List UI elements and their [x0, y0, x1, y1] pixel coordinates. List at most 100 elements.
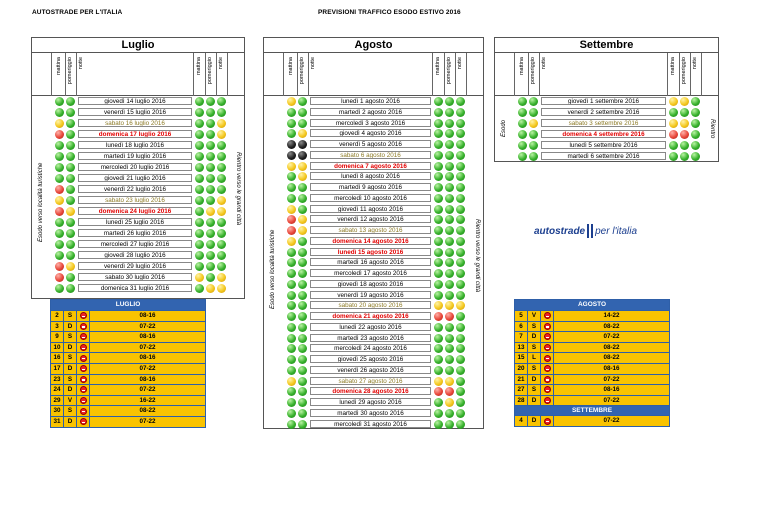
date-cell: domenica 21 agosto 2016 — [310, 312, 431, 320]
traffic-dot — [195, 262, 204, 271]
col-label-n: notte — [310, 57, 316, 70]
traffic-dot — [287, 107, 296, 117]
traffic-dot — [55, 108, 64, 117]
traffic-dot — [680, 141, 689, 150]
col-label-n: notte — [541, 57, 547, 70]
traffic-dot — [518, 130, 527, 139]
traffic-dot — [206, 119, 215, 128]
traffic-dot — [456, 355, 465, 364]
traffic-dot — [298, 301, 307, 311]
traffic-dot — [434, 118, 443, 128]
traffic-dot — [66, 284, 75, 293]
day-number: 4 — [515, 416, 528, 426]
traffic-dot — [66, 196, 75, 205]
traffic-dot — [195, 196, 204, 205]
traffic-dot — [55, 240, 64, 249]
traffic-dot — [287, 193, 296, 203]
no-entry-icon — [543, 312, 551, 320]
grid-line — [216, 53, 217, 96]
traffic-dot — [66, 240, 75, 249]
traffic-dot — [445, 355, 454, 364]
col-label-p: pomeriggio — [299, 57, 305, 85]
date-cell: giovedì 14 luglio 2016 — [78, 97, 192, 105]
traffic-dot — [445, 193, 454, 203]
traffic-dot — [456, 344, 465, 354]
date-cell: giovedì 21 luglio 2016 — [78, 174, 192, 182]
traffic-dot — [434, 387, 443, 397]
traffic-dot — [287, 376, 296, 386]
traffic-dot — [434, 193, 443, 203]
date-cell: martedì 9 agosto 2016 — [310, 183, 431, 191]
traffic-dot — [456, 269, 465, 278]
date-cell: lunedì 1 agosto 2016 — [310, 97, 431, 105]
traffic-dot — [434, 344, 443, 354]
traffic-dot — [445, 269, 454, 278]
traffic-dot — [456, 398, 465, 407]
col-label-m: mattina — [435, 57, 441, 76]
traffic-dot — [55, 174, 64, 183]
traffic-dot — [434, 355, 443, 364]
traffic-dot — [518, 97, 527, 106]
traffic-dot — [456, 150, 465, 160]
date-cell: venerdì 5 agosto 2016 — [310, 140, 431, 148]
traffic-dot — [217, 207, 226, 216]
traffic-dot — [195, 174, 204, 183]
traffic-dot — [298, 247, 307, 257]
traffic-dot — [298, 161, 307, 171]
traffic-dot — [287, 355, 296, 364]
traffic-dot — [445, 279, 454, 289]
grid-line — [444, 53, 445, 96]
traffic-dot — [55, 196, 64, 205]
side-label-right: Rientro — [709, 118, 715, 138]
traffic-dot — [217, 130, 226, 139]
day-number: 29 — [51, 395, 64, 406]
day-letter: S — [64, 311, 77, 321]
no-entry-cell — [541, 374, 554, 385]
no-entry-cell — [541, 385, 554, 395]
logo-text-a: autostrade — [534, 225, 586, 237]
day-number: 24 — [51, 385, 64, 395]
col-label-m: mattina — [670, 57, 676, 76]
traffic-dot — [287, 312, 296, 321]
traffic-dot — [434, 204, 443, 214]
traffic-dot — [217, 196, 226, 205]
traffic-dot — [195, 251, 204, 260]
traffic-dot — [66, 119, 75, 128]
traffic-dot — [298, 226, 307, 235]
table-title: SETTEMBRE — [515, 405, 669, 416]
date-cell: domenica 14 agosto 2016 — [310, 236, 431, 245]
no-entry-cell — [541, 363, 554, 374]
traffic-dot — [55, 152, 64, 161]
traffic-dot — [445, 333, 454, 343]
day-letter: D — [528, 416, 541, 426]
no-entry-icon — [79, 365, 87, 373]
traffic-dot — [195, 218, 204, 227]
traffic-dot — [445, 398, 454, 407]
traffic-dot — [518, 152, 527, 161]
header-center: PREVISIONI TRAFFICO ESODO ESTIVO 2016 — [318, 9, 461, 16]
traffic-dot — [298, 236, 307, 246]
grid-line — [193, 53, 194, 96]
traffic-dot — [691, 130, 700, 139]
hours: 08-22 — [603, 322, 620, 330]
traffic-dot — [434, 140, 443, 149]
grid-line — [205, 53, 206, 96]
traffic-dot — [66, 163, 75, 172]
col-label-p: pomeriggio — [67, 57, 73, 85]
day-letter: S — [528, 385, 541, 395]
panel-title: Agosto — [264, 38, 483, 53]
date-cell: venerdì 19 agosto 2016 — [310, 290, 431, 299]
no-entry-cell — [77, 342, 90, 353]
traffic-dot — [195, 130, 204, 139]
traffic-dot — [518, 119, 527, 128]
date-cell: lunedì 5 settembre 2016 — [541, 141, 666, 149]
traffic-dot — [456, 322, 465, 332]
